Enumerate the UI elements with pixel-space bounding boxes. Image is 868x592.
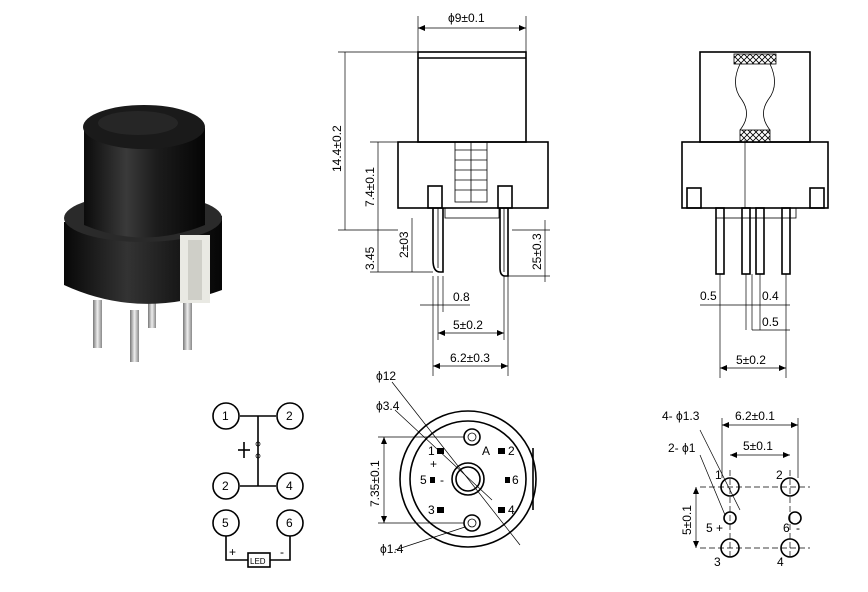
dim-bottom-outer: ϕ12 [376, 369, 396, 383]
dim-pin-pitch-side: 5±0.2 [736, 353, 766, 367]
dim-pin-span-front: 6.2±0.3 [450, 351, 490, 365]
pcb-label-6: 6 [783, 521, 790, 535]
bottom-pin-5: 5 [420, 473, 427, 487]
dim-pin-short: 2±03 [397, 231, 411, 258]
dim-side-gap-a: 0.5 [700, 289, 717, 303]
pcb-layout: 4- ϕ1.3 2- ϕ1 6.2±0.1 5±0.1 5±0.1 1 2 3 … [662, 409, 810, 569]
bottom-pin-4: 4 [508, 503, 515, 517]
bottom-pin-1: 1 [428, 444, 435, 458]
dim-pin-pitch-front: 5±0.2 [453, 318, 483, 332]
schematic-node-2a: 2 [286, 409, 293, 423]
bottom-pin-3: 3 [428, 503, 435, 517]
pcb-label-1: 1 [715, 468, 722, 482]
schematic: 1 2 2 4 5 6 LED + - [212, 402, 304, 568]
pcb-label-2: 2 [776, 468, 783, 482]
front-view: ϕ9±0.1 14.4±0.2 7.4±0.1 3.45 2±03 25±0.3… [330, 11, 550, 376]
schematic-node-6: 6 [286, 516, 293, 530]
dim-pcb-holes-small: 2- ϕ1 [668, 441, 696, 455]
schematic-node-4: 4 [286, 479, 293, 493]
pcb-label-5: 5 [706, 521, 713, 535]
dim-pin-width: 0.8 [453, 290, 470, 304]
pcb-label-3: 3 [714, 555, 721, 569]
dim-pcb-span: 6.2±0.1 [735, 409, 775, 423]
dim-cap-diameter: ϕ9±0.1 [448, 11, 485, 25]
schematic-node-5: 5 [222, 516, 229, 530]
product-photo [64, 105, 222, 362]
led-symbol [247, 552, 271, 568]
dim-pin-long: 25±0.3 [530, 233, 544, 270]
dim-side-gap-b: 0.5 [762, 315, 779, 329]
pcb-label-4: 4 [777, 555, 784, 569]
bottom-pin-6: 6 [512, 473, 519, 487]
led-plus: + [229, 545, 236, 559]
dim-pin-length: 3.45 [363, 246, 377, 270]
led-minus: - [280, 545, 284, 559]
dim-pcb-holes-big: 4- ϕ1.3 [662, 409, 700, 423]
led-label: LED [250, 557, 266, 566]
dim-pcb-vertical: 5±0.1 [680, 505, 694, 535]
schematic-node-2b: 2 [222, 479, 229, 493]
dim-bottom-lens: ϕ3.4 [376, 399, 400, 413]
bottom-plus: + [430, 457, 437, 471]
bottom-marker-a: A [482, 444, 490, 458]
bottom-view: 1 2 3 4 5 6 + - A ϕ12 ϕ3.4 ϕ1.4 7.35±0.1 [368, 369, 537, 556]
bottom-minus: - [440, 473, 444, 487]
schematic-node-1: 1 [222, 409, 229, 423]
side-view: 0.5 0.4 0.5 5±0.2 [681, 51, 829, 378]
pcb-plus: + [716, 521, 723, 535]
dim-total-height: 14.4±0.2 [330, 125, 344, 172]
bottom-pin-2: 2 [508, 444, 515, 458]
dim-bottom-hole: ϕ1.4 [380, 542, 404, 556]
pcb-minus: - [796, 521, 800, 535]
dim-bottom-vertical: 7.35±0.1 [368, 460, 382, 507]
dim-body-height: 7.4±0.1 [363, 167, 377, 207]
dim-side-thick: 0.4 [762, 289, 779, 303]
dim-pcb-pitch: 5±0.1 [743, 439, 773, 453]
